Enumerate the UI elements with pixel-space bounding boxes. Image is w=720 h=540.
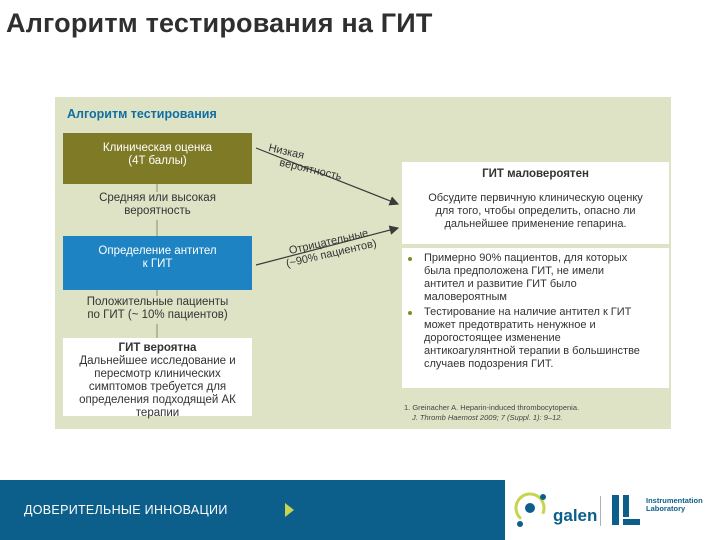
panel-title: Алгоритм тестирования: [67, 107, 217, 121]
galen-logo-text: galen: [553, 506, 598, 525]
bullets-box: Примерно 90% пациентов, для которых была…: [402, 248, 669, 388]
low-probability-arrow: [255, 147, 400, 206]
galen-logo-icon: [514, 492, 546, 527]
connector-line-3: [156, 290, 158, 296]
il-line2: Laboratory: [646, 504, 686, 513]
bullet2-line2: может предотвратить ненужное и: [424, 319, 596, 331]
negative-result-arrow: [255, 225, 400, 266]
medium-high-line1: Средняя или высокая: [99, 192, 216, 204]
connector-line-2: [156, 220, 158, 236]
reference-line2: J. Thromb Haemost 2009; 7 (Suppl. 1): 9–…: [412, 413, 563, 422]
bullet2-line3: дорогостоящее изменение: [424, 332, 561, 344]
medium-high-line2: вероятность: [124, 205, 191, 217]
slide-title: Алгоритм тестирования на ГИТ: [6, 8, 433, 38]
hit-probable-line1: Дальнейшее исследование и: [79, 355, 236, 367]
positive-patients-label: Положительные пациенты по ГИТ (~ 10% пац…: [63, 296, 252, 322]
connector-line-4: [156, 324, 158, 338]
medium-high-probability-label: Средняя или высокая вероятность: [63, 192, 252, 218]
instrumentation-laboratory-text: Instrumentation Laboratory: [646, 497, 703, 513]
discuss-assessment-box: Обсудите первичную клиническую оценку дл…: [402, 186, 669, 244]
bullet-item-1: Примерно 90% пациентов, для которых была…: [406, 252, 661, 304]
reference-line1: 1. Greinacher A. Heparin-induced thrombo…: [404, 403, 580, 412]
bullet1-line4: маловероятным: [424, 291, 507, 303]
bullet-item-2: Тестирование на наличие антител к ГИТ мо…: [406, 306, 661, 371]
bullet1-line1: Примерно 90% пациентов, для которых: [424, 252, 628, 264]
il-line1: Instrumentation: [646, 496, 703, 505]
logo-divider: [600, 496, 601, 526]
footer-tagline: ДОВЕРИТЕЛЬНЫЕ ИННОВАЦИИ: [24, 503, 228, 517]
clinical-assessment-line1: Клиническая оценка: [102, 142, 213, 154]
antibody-test-line1: Определение антител: [98, 245, 217, 257]
play-arrow-icon[interactable]: [285, 503, 294, 517]
hit-probable-line4: определения подходящей АК: [79, 394, 236, 406]
bullet1-line3: антител и развитие ГИТ было: [424, 278, 577, 290]
antibody-test-box: Определение антител к ГИТ: [63, 236, 252, 290]
bullet2-line1: Тестирование на наличие антител к ГИТ: [424, 306, 632, 318]
hit-probable-line5: терапии: [135, 407, 180, 419]
hit-unlikely-header: ГИТ маловероятен: [402, 162, 669, 186]
bullet-dot-icon: [408, 311, 412, 315]
instrumentation-laboratory-logo-icon: [612, 495, 640, 525]
hit-probable-title: ГИТ вероятна: [118, 342, 197, 354]
hit-probable-line3: симптомов требуется для: [88, 381, 227, 393]
reference-citation: 1. Greinacher A. Heparin-induced thrombo…: [404, 403, 579, 423]
positive-line2: по ГИТ (~ 10% пациентов): [87, 309, 228, 321]
antibody-test-line2: к ГИТ: [142, 258, 173, 270]
bullet2-line5: случаев подозрения ГИТ.: [424, 358, 554, 370]
discuss-line3: дальнейшее применение гепарина.: [444, 218, 627, 230]
clinical-assessment-line2: (4T баллы): [128, 155, 187, 167]
bullet-list: Примерно 90% пациентов, для которых была…: [406, 252, 661, 371]
positive-line1: Положительные пациенты: [86, 296, 229, 308]
hit-probable-line2: пересмотр клинических: [94, 368, 221, 380]
bullet1-line2: была предположена ГИТ, не имели: [424, 265, 605, 277]
discuss-line1: Обсудите первичную клиническую оценку: [428, 192, 643, 204]
clinical-assessment-box: Клиническая оценка (4T баллы): [63, 133, 252, 184]
hit-probable-box: ГИТ вероятна Дальнейшее исследование и п…: [63, 338, 252, 419]
discuss-line2: для того, чтобы определить, опасно ли: [435, 205, 636, 217]
bullet-dot-icon: [408, 257, 412, 261]
bullet2-line4: антикоагулянтной терапии в большинстве: [424, 345, 640, 357]
connector-line-1: [156, 184, 158, 192]
